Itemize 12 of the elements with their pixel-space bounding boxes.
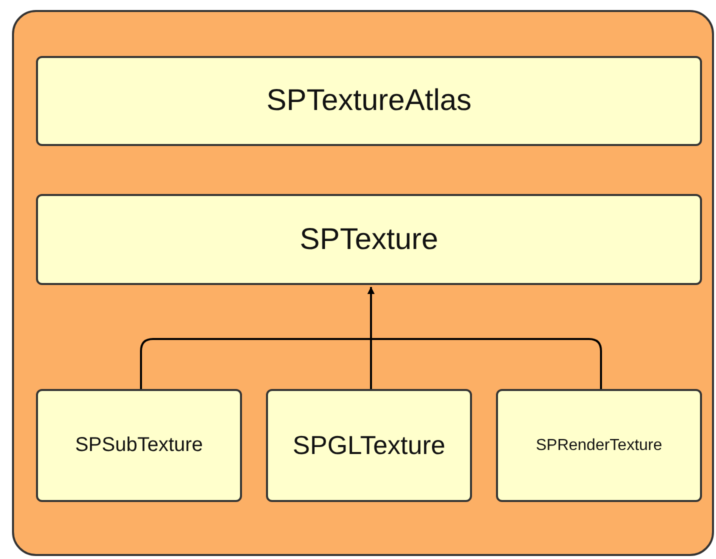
container-panel bbox=[12, 10, 714, 556]
class-name: SPSubTexture bbox=[75, 434, 203, 457]
class-name: SPRenderTexture bbox=[536, 436, 662, 454]
class-box bbox=[496, 389, 702, 502]
class-box bbox=[36, 194, 702, 285]
class-box bbox=[36, 56, 702, 146]
class-name: SPGLTexture bbox=[292, 430, 446, 461]
inheritance-arrow bbox=[368, 287, 602, 391]
class-box bbox=[36, 389, 242, 502]
class-name: SPTextureAtlas bbox=[266, 84, 472, 118]
class-name: SPTexture bbox=[300, 222, 438, 256]
class-box bbox=[266, 389, 472, 502]
